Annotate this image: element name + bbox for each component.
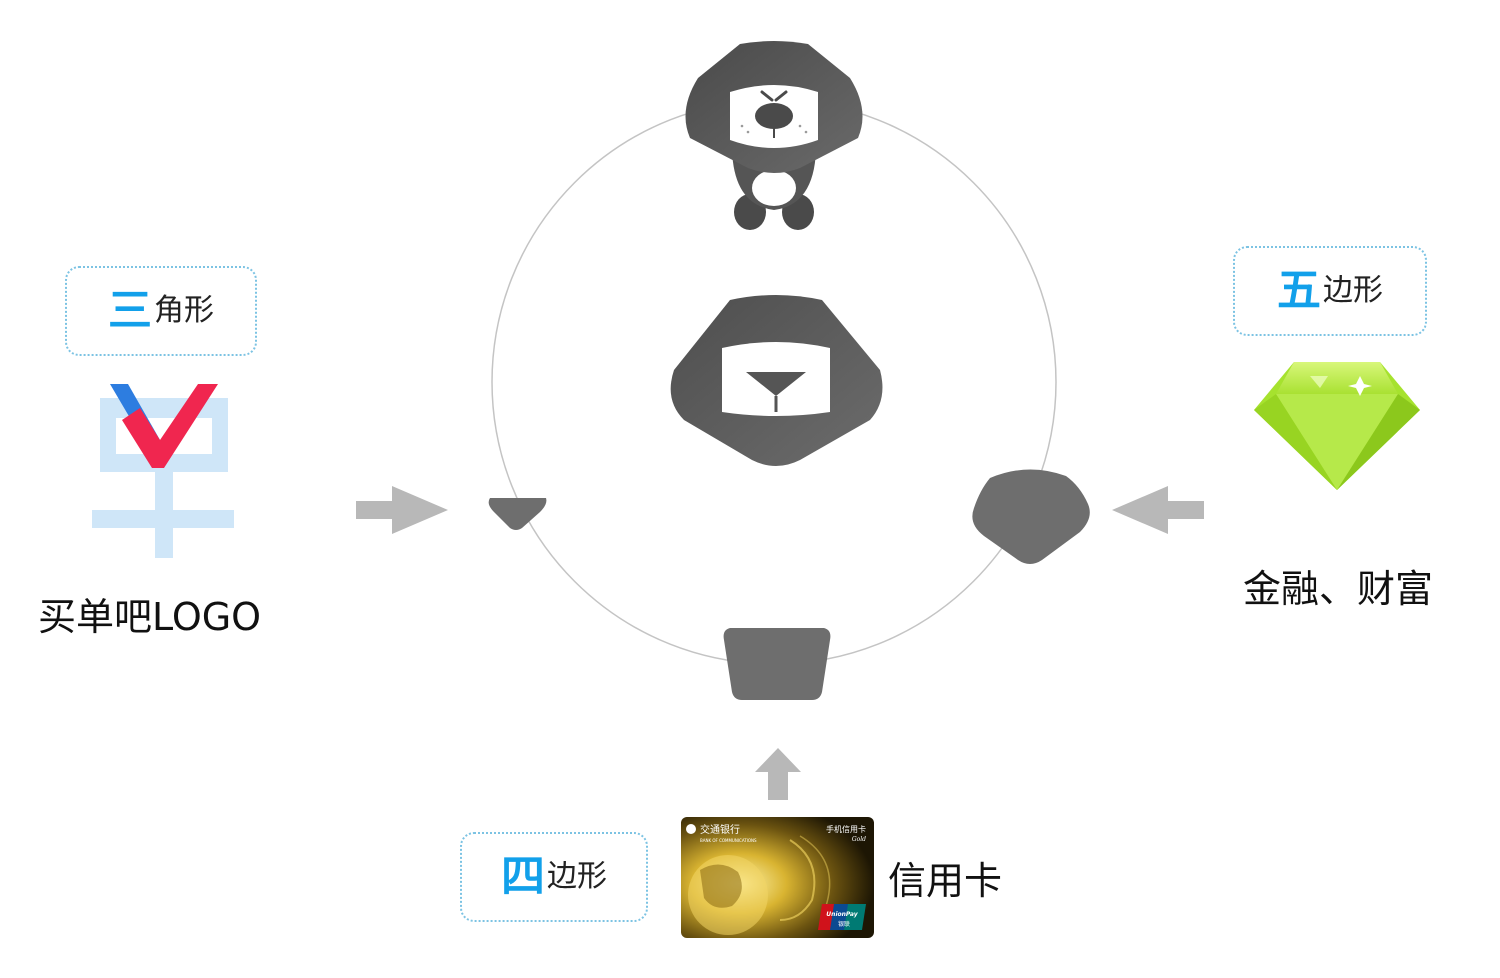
card-bank-name-en: BANK OF COMMUNICATIONS <box>700 838 757 843</box>
tag-triangle-label: 角形 <box>154 293 214 328</box>
unionpay-text-en: UnionPay <box>826 911 858 918</box>
tag-pentagon-highlight: 五 <box>1277 265 1321 316</box>
arrow-right <box>356 486 448 534</box>
caption-credit-card: 信用卡 <box>888 859 1003 903</box>
unionpay-icon: UnionPay 银联 <box>818 904 866 930</box>
card-bank-name: 交通银行 <box>700 823 740 836</box>
pentagon-shape-icon <box>972 469 1090 564</box>
tag-triangle: 三角形 <box>65 266 257 356</box>
tag-pentagon: 五边形 <box>1233 246 1427 336</box>
trapezoid-shape-icon <box>723 628 831 700</box>
bear-mascot-icon <box>685 41 863 230</box>
triangle-shape-icon <box>488 498 547 530</box>
bank-logo-icon <box>686 824 696 834</box>
bear-head-icon <box>670 295 883 466</box>
maidanba-logo-icon <box>92 384 234 558</box>
credit-card: 交通银行 BANK OF COMMUNICATIONS 手机信用卡 Gold U… <box>681 817 874 938</box>
card-product: 手机信用卡 <box>826 824 866 834</box>
tag-quadrilateral-label: 边形 <box>547 859 607 894</box>
caption-finance-wealth: 金融、财富 <box>1243 567 1434 611</box>
tag-quadrilateral: 四边形 <box>460 832 648 922</box>
arrow-left <box>1112 486 1204 534</box>
tag-triangle-highlight: 三 <box>108 285 152 336</box>
arrow-up <box>755 748 801 800</box>
tag-pentagon-label: 边形 <box>1323 273 1383 308</box>
caption-maidanba-logo: 买单吧LOGO <box>38 595 262 639</box>
card-tier: Gold <box>852 836 866 843</box>
tag-quadrilateral-highlight: 四 <box>501 851 545 902</box>
unionpay-text-cn: 银联 <box>838 920 850 928</box>
diamond-icon <box>1254 362 1420 490</box>
